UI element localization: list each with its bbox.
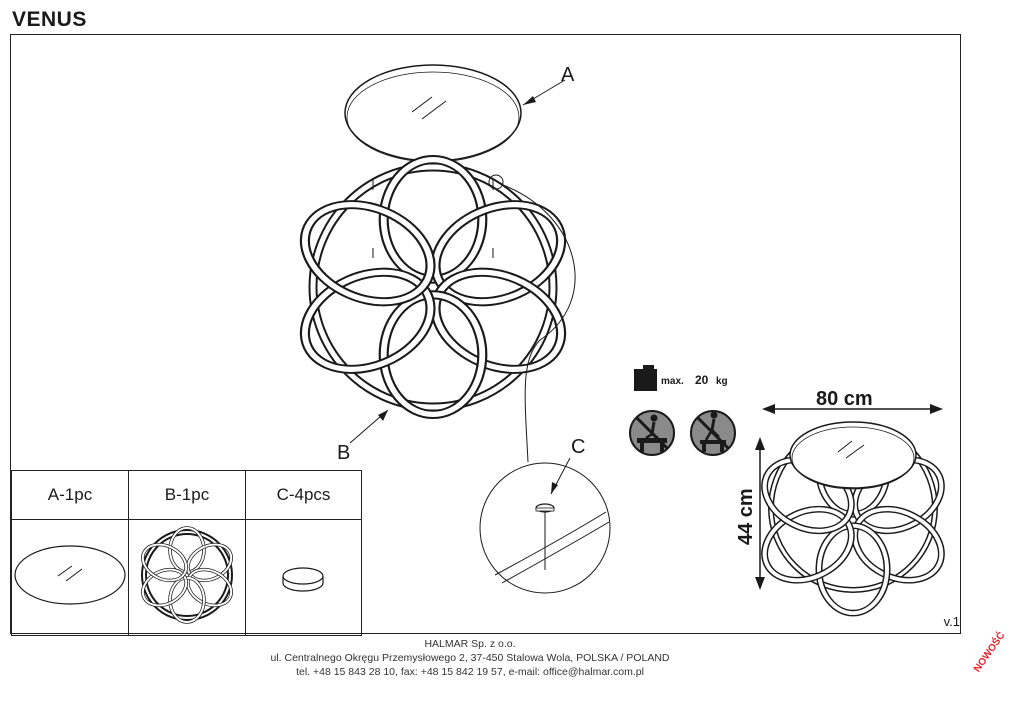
parts-header-a: A-1pc	[11, 470, 129, 520]
parts-cell-b	[128, 519, 246, 636]
detail-connector	[502, 184, 576, 463]
max-label: max.	[661, 376, 684, 387]
pad-icon	[282, 567, 324, 592]
drawing-frame	[10, 34, 961, 634]
glass-top-icon	[14, 545, 126, 605]
max-unit: kg	[716, 376, 728, 387]
product-title: VENUS	[12, 8, 87, 31]
parts-table: A-1pc B-1pc C-4pcs	[11, 470, 362, 636]
footer-company: HALMAR Sp. z o.o.	[424, 638, 516, 650]
parts-header-c: C-4pcs	[245, 470, 362, 520]
frame-icon	[134, 526, 240, 624]
footer-address: ul. Centralnego Okręgu Przemysłowego 2, …	[270, 652, 670, 664]
version-label: v.1	[943, 614, 960, 629]
width-label: 80 cm	[816, 388, 873, 410]
no-climbing-icon	[690, 410, 736, 456]
label-c: C	[571, 436, 586, 458]
assembled-table-view	[751, 421, 955, 613]
footer-contact: tel. +48 15 843 28 10, fax: +48 15 842 1…	[296, 666, 644, 678]
weight-icon	[634, 365, 657, 391]
parts-header-b: B-1pc	[128, 470, 246, 520]
frame-part	[285, 160, 580, 415]
label-b: B	[337, 442, 351, 464]
parts-cell-c	[245, 519, 362, 636]
width-dimension-line	[762, 404, 943, 414]
height-label: 44 cm	[735, 488, 757, 545]
height-dimension-line	[755, 437, 765, 590]
label-a: A	[561, 64, 575, 86]
parts-cell-a	[11, 519, 129, 636]
max-value: 20	[695, 373, 709, 387]
no-standing-on-table-icon	[629, 410, 675, 456]
glass-top-part	[344, 64, 522, 163]
detail-circle	[479, 462, 611, 594]
